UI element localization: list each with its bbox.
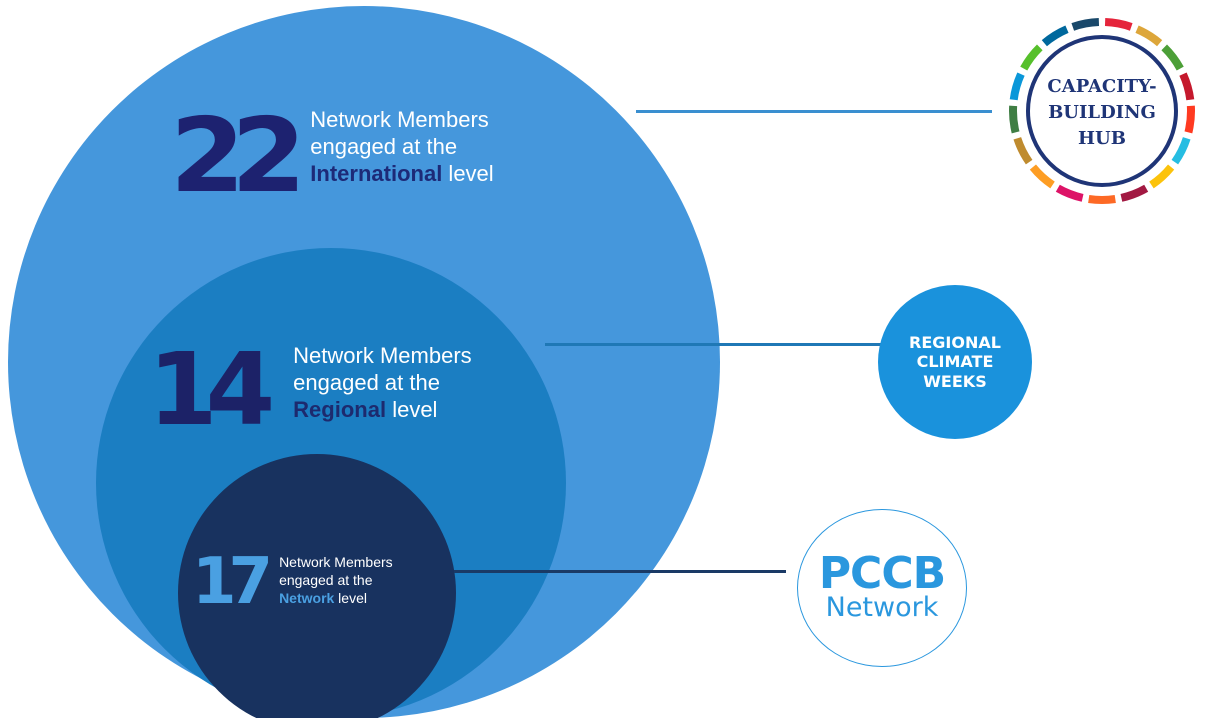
ring-segment [1104,18,1133,31]
hub-text-line2: BUILDING [1048,102,1156,123]
ring-segment [1161,44,1184,71]
ring-segment [1171,136,1191,165]
hub-inner-ring [1026,35,1178,187]
network-description: Network Members engaged at the Network l… [279,554,393,608]
capacity-building-hub-logo: CAPACITY- BUILDING HUB [1009,18,1195,204]
network-line1: Network Members [279,554,393,570]
ring-segment [1120,184,1149,202]
regional-climate-weeks-logo: REGIONAL CLIMATE WEEKS [878,285,1032,439]
pccb-network-logo: PCCB Network [797,509,967,667]
international-line3: International level [310,161,493,188]
rcw-text-line2: CLIMATE [916,352,994,372]
regional-line1: Network Members [293,343,472,368]
international-line1: Network Members [310,107,489,132]
network-level-circle [178,454,456,718]
sdg-color-ring [1009,18,1195,204]
network-line3: Network level [279,590,393,608]
ring-segment [1041,25,1069,47]
international-stat: 22 Network Members engaged at the Intern… [170,103,494,211]
ring-segment [1179,72,1195,101]
ring-segment [1071,18,1100,31]
connector-line-international [636,110,992,113]
hub-text-line3: HUB [1078,128,1126,149]
ring-segment [1184,105,1195,134]
connector-line-network [454,570,786,573]
regional-line3: Regional level [293,397,471,424]
ring-segment [1135,25,1163,47]
hub-text-line1: CAPACITY- [1047,76,1156,97]
network-level-word: Network [279,589,335,606]
pccb-text: PCCB [818,548,946,600]
regional-count: 14 [148,331,275,448]
ring-segment [1088,195,1116,204]
regional-suffix: level [386,396,438,422]
international-level-word: International [310,160,443,186]
international-suffix: level [442,160,494,186]
network-line2: engaged at the [279,571,373,588]
regional-stat: 14 Network Members engaged at the Region… [148,340,472,440]
ring-segment [1149,164,1175,189]
international-count: 22 [170,97,306,216]
regional-line2: engaged at the [293,369,440,395]
regional-description: Network Members engaged at the Regional … [293,343,471,423]
rcw-text-line3: WEEKS [923,371,987,391]
ring-segment [1009,105,1020,134]
network-suffix: level [334,589,367,606]
network-count: 17 [192,545,273,619]
ring-segment [1055,184,1084,202]
network-stat: 17 Network Members engaged at the Networ… [192,550,393,614]
connector-line-regional [545,343,881,346]
ring-segment [1013,136,1033,165]
international-description: Network Members engaged at the Internati… [310,107,493,187]
pccb-network-text: Network [825,591,939,623]
ring-segment [1029,164,1055,189]
ring-segment [1009,72,1025,101]
international-line2: engaged at the [310,133,458,159]
ring-segment [1020,44,1043,71]
rcw-text-line1: REGIONAL [909,332,1001,352]
regional-level-word: Regional [293,396,387,422]
